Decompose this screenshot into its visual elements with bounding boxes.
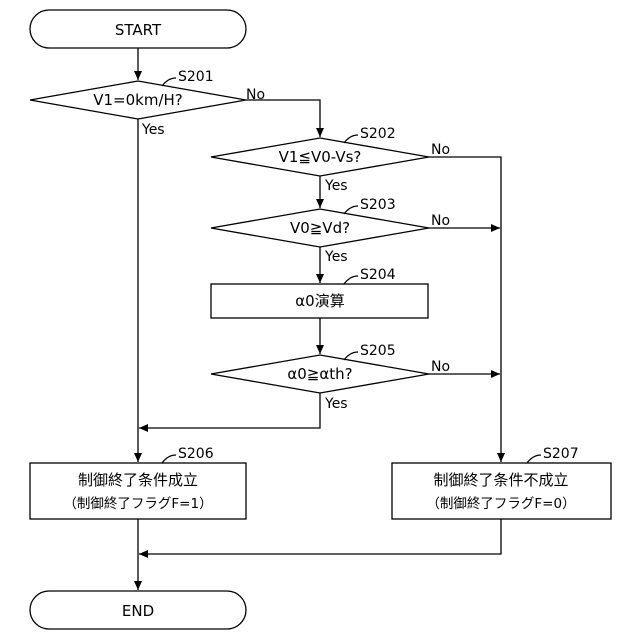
- s203-question: V0≧Vd?: [290, 219, 350, 237]
- s206-line1: 制御終了条件成立: [78, 471, 198, 489]
- s207-line2: （制御終了フラグF=0）: [426, 496, 575, 512]
- edge-s201-no: [246, 100, 320, 137]
- s207-line1: 制御終了条件不成立: [433, 471, 568, 489]
- decision-s201: V1=0km/H? S201 No Yes: [30, 69, 265, 138]
- s204-step-label: S204: [360, 267, 396, 283]
- s205-no-label: No: [431, 359, 450, 375]
- s206-line2: （制御終了フラグF=1）: [63, 496, 212, 512]
- s201-yes-label: Yes: [141, 122, 165, 138]
- edge-s205-yes: [139, 393, 320, 428]
- s202-question: V1≦V0-Vs?: [279, 148, 362, 166]
- decision-s203: V0≧Vd? S203 No Yes: [211, 197, 450, 265]
- decision-s205: α0≧αth? S205 No Yes: [211, 343, 450, 412]
- s205-yes-label: Yes: [324, 396, 348, 412]
- s202-yes-label: Yes: [324, 178, 348, 194]
- decision-s202: V1≦V0-Vs? S202 No Yes: [211, 126, 450, 194]
- s201-question: V1=0km/H?: [93, 91, 183, 109]
- s205-question: α0≧αth?: [287, 365, 352, 383]
- end-terminal: END: [30, 591, 246, 629]
- start-label: START: [115, 21, 162, 39]
- edge-s202-no: [429, 157, 501, 462]
- start-terminal: START: [30, 10, 246, 48]
- s203-step-label: S203: [360, 197, 396, 213]
- s206-step-label: S206: [178, 446, 214, 462]
- s202-no-label: No: [431, 142, 450, 158]
- s201-step-label: S201: [178, 69, 214, 85]
- s204-text: α0演算: [295, 292, 344, 310]
- s207-step-label: S207: [543, 446, 579, 462]
- edge-s207-merge: [139, 519, 501, 554]
- s205-step-label: S205: [360, 343, 396, 359]
- s202-step-label: S202: [360, 126, 396, 142]
- s203-no-label: No: [431, 213, 450, 229]
- s203-yes-label: Yes: [324, 249, 348, 265]
- end-label: END: [122, 602, 154, 620]
